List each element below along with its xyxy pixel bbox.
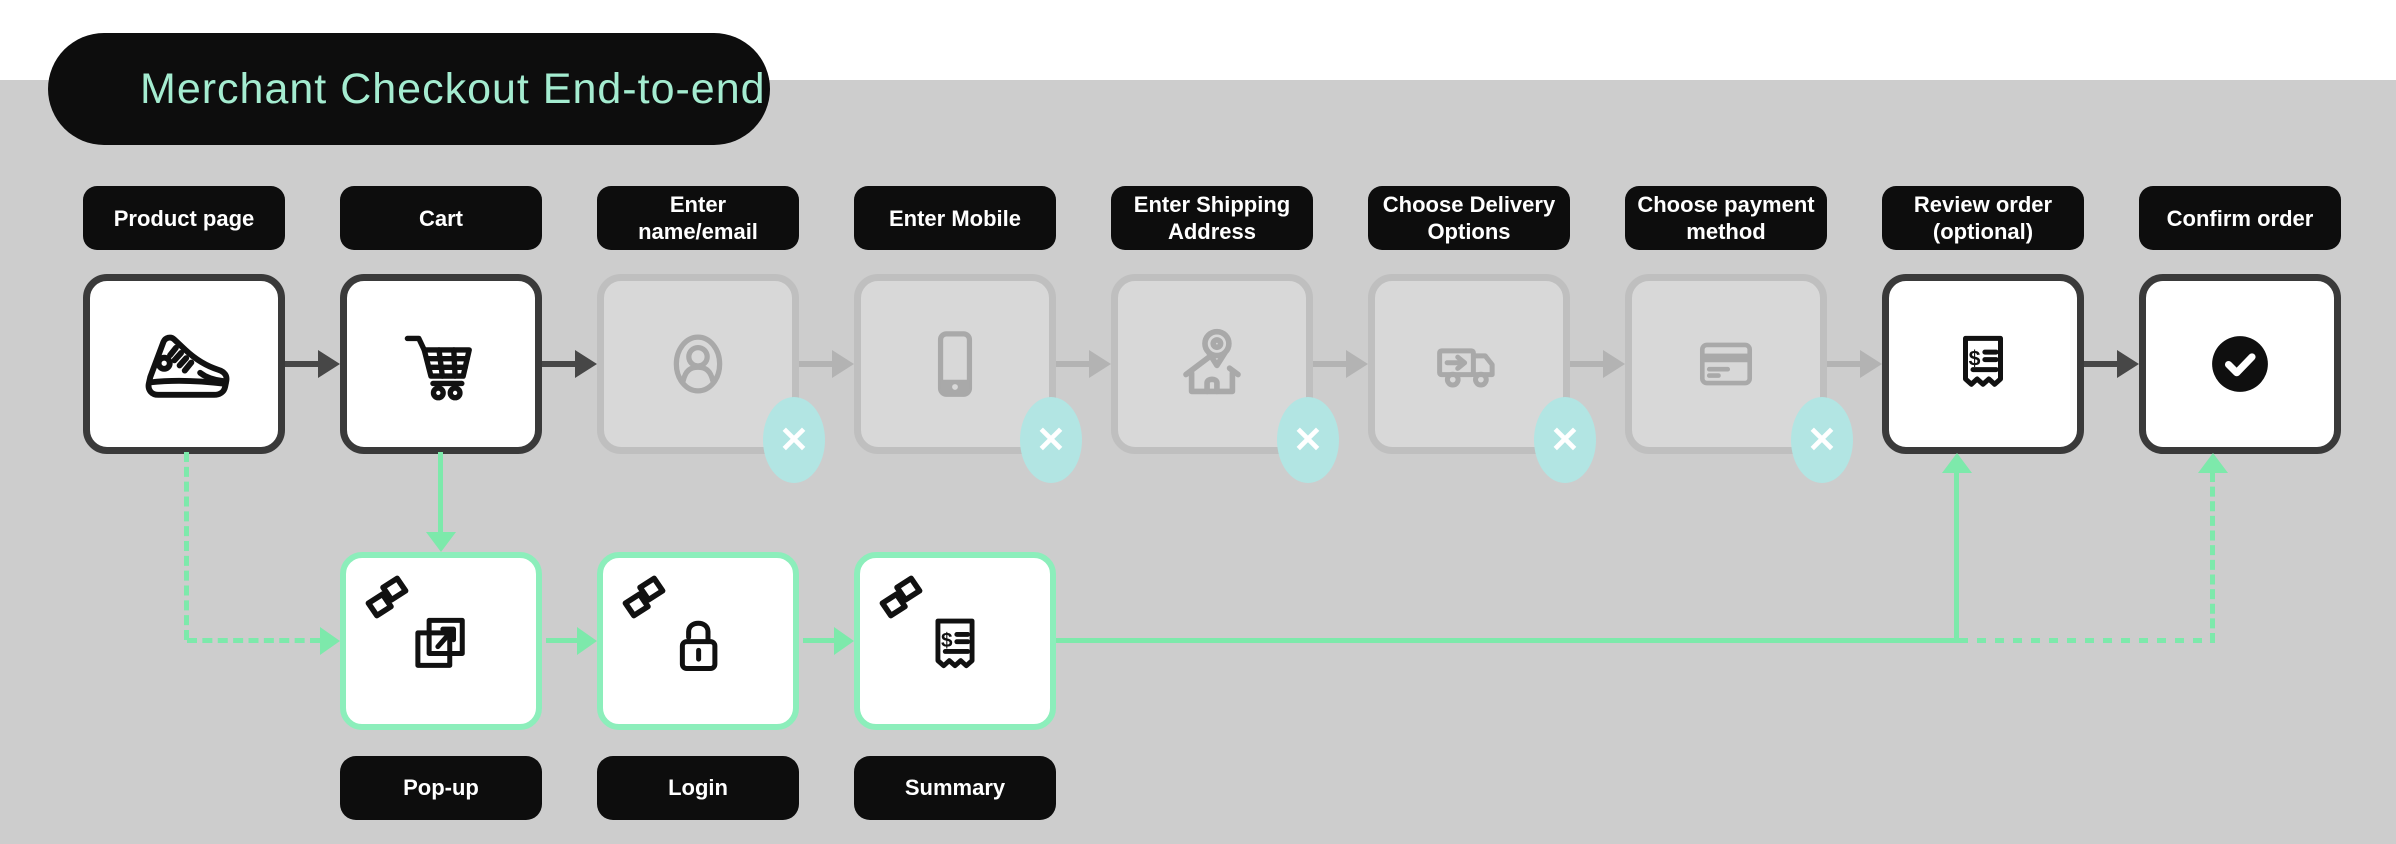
x-icon: ✕	[1035, 419, 1067, 460]
step-node-product-page[interactable]	[83, 274, 285, 454]
step-label-pill[interactable]: Enter name/email	[597, 186, 799, 250]
svg-text:$: $	[1969, 346, 1981, 370]
link-icon	[879, 575, 923, 619]
arrowhead-down-icon	[426, 532, 456, 552]
diagram-title-pill[interactable]: Merchant Checkout End-to-end	[48, 33, 770, 145]
substep-node-popup[interactable]	[340, 552, 542, 730]
arrowhead-right-icon	[834, 627, 854, 655]
step-label: Enter name/email	[638, 192, 758, 244]
disabled-x-badge: ✕	[1020, 397, 1082, 483]
substep-label: Pop-up	[403, 775, 479, 800]
step-label: Choose payment method	[1637, 192, 1815, 244]
substep-node-summary[interactable]: $	[854, 552, 1056, 730]
connector-login-to-summary	[803, 638, 836, 643]
credit-card-icon	[1699, 342, 1753, 386]
arrowhead-up-icon	[2198, 453, 2228, 473]
substep-label-pill[interactable]: Summary	[854, 756, 1056, 820]
arrow-delivery-to-payment	[1570, 350, 1625, 378]
x-icon: ✕	[1549, 419, 1581, 460]
step-node-enter-name-email[interactable]: ✕	[597, 274, 825, 483]
connector-review-to-confirm-dotted	[1959, 638, 2213, 643]
check-circle-icon	[2212, 336, 2268, 392]
arrow-shipping-to-delivery	[1313, 350, 1368, 378]
step-label: Choose Delivery Options	[1382, 192, 1556, 244]
step-review-order: Review order (optional) $	[1882, 186, 2084, 454]
connector-summary-to-review-vertical	[1954, 472, 1959, 643]
step-confirm-order: Confirm order	[2139, 186, 2341, 454]
link-icon	[622, 575, 666, 619]
disabled-x-badge: ✕	[763, 397, 825, 483]
step-node-choose-payment-method[interactable]: ✕	[1625, 274, 1853, 483]
step-label: Enter Mobile	[888, 205, 1021, 231]
connector-cart-to-popup	[438, 452, 443, 534]
step-product-page: Product page	[83, 186, 285, 454]
connector-up-to-confirm-dashed	[2210, 472, 2215, 643]
arrow-mobile-to-shipping	[1056, 350, 1111, 378]
arrow-name-to-mobile	[799, 350, 854, 378]
diagram-title: Merchant Checkout End-to-end	[140, 64, 766, 113]
step-label-pill[interactable]: Confirm order	[2139, 186, 2341, 250]
arrow-cart-to-name	[542, 350, 597, 378]
step-enter-mobile: Enter Mobile ✕	[854, 186, 1082, 483]
arrowhead-right-icon	[320, 627, 340, 655]
mobile-phone-icon	[937, 331, 973, 397]
step-label: Review order (optional)	[1913, 192, 2053, 244]
disabled-x-badge: ✕	[1534, 397, 1596, 483]
step-label-pill[interactable]: Enter Shipping Address	[1111, 186, 1313, 250]
receipt-icon: $	[1963, 335, 2003, 387]
arrow-payment-to-review	[1827, 350, 1882, 378]
arrow-product-to-cart	[285, 350, 340, 378]
step-label: Cart	[418, 205, 463, 231]
step-choose-delivery-options: Choose Delivery Options ✕	[1368, 186, 1596, 483]
step-node-enter-shipping-address[interactable]: ✕	[1111, 274, 1339, 483]
popup-icon	[415, 617, 465, 668]
svg-text:$: $	[941, 629, 953, 652]
disabled-x-badge: ✕	[1791, 397, 1853, 483]
substep-label-pill[interactable]: Login	[597, 756, 799, 820]
step-label-pill[interactable]: Enter Mobile	[854, 186, 1056, 250]
substep-node-login[interactable]	[597, 552, 799, 730]
step-label: Enter Shipping Address	[1133, 192, 1291, 244]
step-node-choose-delivery-options[interactable]: ✕	[1368, 274, 1596, 483]
substep-label: Login	[668, 775, 728, 800]
arrowhead-up-icon	[1942, 453, 1972, 473]
x-icon: ✕	[778, 419, 810, 460]
step-enter-shipping-address: Enter Shipping Address ✕	[1111, 186, 1339, 483]
connector-product-to-popup-horizontal	[187, 638, 320, 643]
x-icon: ✕	[1806, 419, 1838, 460]
step-label-pill[interactable]: Product page	[83, 186, 285, 250]
disabled-x-badge: ✕	[1277, 397, 1339, 483]
arrowhead-right-icon	[577, 627, 597, 655]
delivery-truck-icon	[1437, 348, 1495, 388]
step-label-pill[interactable]: Review order (optional)	[1882, 186, 2084, 250]
step-node-confirm-order[interactable]	[2139, 274, 2341, 454]
connector-summary-to-review-horizontal	[1056, 638, 1957, 643]
step-choose-payment-method: Choose payment method ✕	[1625, 186, 1853, 483]
user-icon	[673, 334, 723, 394]
open-lock-icon	[679, 620, 718, 671]
sneaker-icon	[145, 334, 230, 398]
substep-label: Summary	[904, 775, 1006, 800]
step-cart: Cart	[340, 186, 542, 454]
step-label-pill[interactable]: Cart	[340, 186, 542, 250]
step-label-pill[interactable]: Choose Delivery Options	[1368, 186, 1570, 250]
step-enter-name-email: Enter name/email ✕	[597, 186, 825, 483]
step-label: Product page	[113, 205, 255, 231]
link-icon	[365, 575, 409, 619]
step-node-cart[interactable]	[340, 274, 542, 454]
connector-product-to-popup-vertical	[184, 452, 189, 640]
shopping-cart-icon	[404, 335, 472, 401]
arrow-review-to-confirm	[2084, 350, 2139, 378]
connector-popup-to-login	[546, 638, 579, 643]
step-node-enter-mobile[interactable]: ✕	[854, 274, 1082, 483]
house-location-icon	[1183, 328, 1241, 395]
receipt-icon: $	[935, 618, 975, 669]
x-icon: ✕	[1292, 419, 1324, 460]
step-label: Confirm order	[2166, 205, 2314, 231]
step-label-pill[interactable]: Choose payment method	[1625, 186, 1827, 250]
step-node-review-order[interactable]: $	[1882, 274, 2084, 454]
substep-label-pill[interactable]: Pop-up	[340, 756, 542, 820]
